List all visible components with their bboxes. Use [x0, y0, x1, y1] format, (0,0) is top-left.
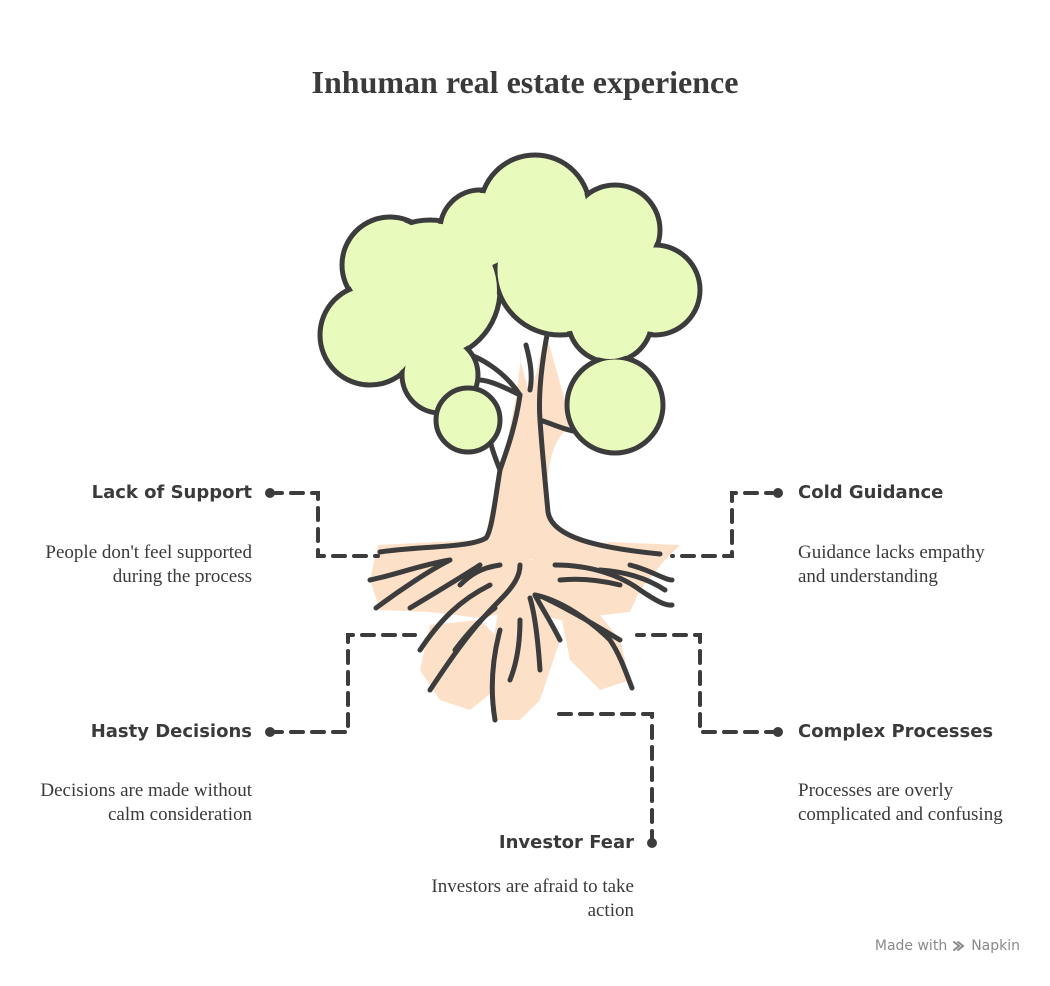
desc-lack-of-support: People don't feel supported during the p…: [45, 542, 252, 587]
connector-hasty-decisions: [268, 633, 417, 734]
label-investor-fear: Investor Fear: [498, 832, 634, 853]
trunk-outline: [377, 327, 663, 557]
dot-lack-of-support: [265, 488, 275, 498]
made-with-credit[interactable]: Made with Napkin: [875, 938, 1020, 954]
desc-cold-guidance: Guidance lacks empathy and understanding: [798, 542, 985, 587]
dot-investor-fear: [647, 838, 657, 848]
dot-complex-processes: [773, 727, 783, 737]
connector-investor-fear: [553, 712, 654, 845]
desc-investor-fear: Investors are afraid to take action: [431, 876, 634, 921]
napkin-brand-text: Napkin: [971, 938, 1020, 954]
connector-lines: [268, 491, 780, 845]
connector-lack-of-support: [268, 491, 380, 558]
label-complex-processes: Complex Processes: [798, 721, 994, 742]
label-hasty-decisions: Hasty Decisions: [90, 721, 252, 742]
desc-complex-processes: Processes are overly complicated and con…: [798, 780, 1003, 825]
tree-trunk: [380, 330, 660, 560]
made-with-text: Made with: [874, 938, 948, 954]
dot-cold-guidance: [773, 488, 783, 498]
label-lack-of-support: Lack of Support: [91, 482, 252, 503]
connector-complex-processes: [635, 633, 780, 734]
page-title: Inhuman real estate experience: [311, 64, 739, 100]
desc-hasty-decisions: Decisions are made without calm consider…: [40, 780, 252, 825]
dot-hasty-decisions: [265, 727, 275, 737]
connector-dots: [265, 488, 783, 848]
label-cold-guidance: Cold Guidance: [798, 482, 944, 503]
tree-roots: [367, 557, 675, 723]
foliage-fill-overlay: [323, 158, 697, 450]
napkin-logo-icon: [953, 941, 965, 951]
connector-cold-guidance: [670, 491, 780, 558]
